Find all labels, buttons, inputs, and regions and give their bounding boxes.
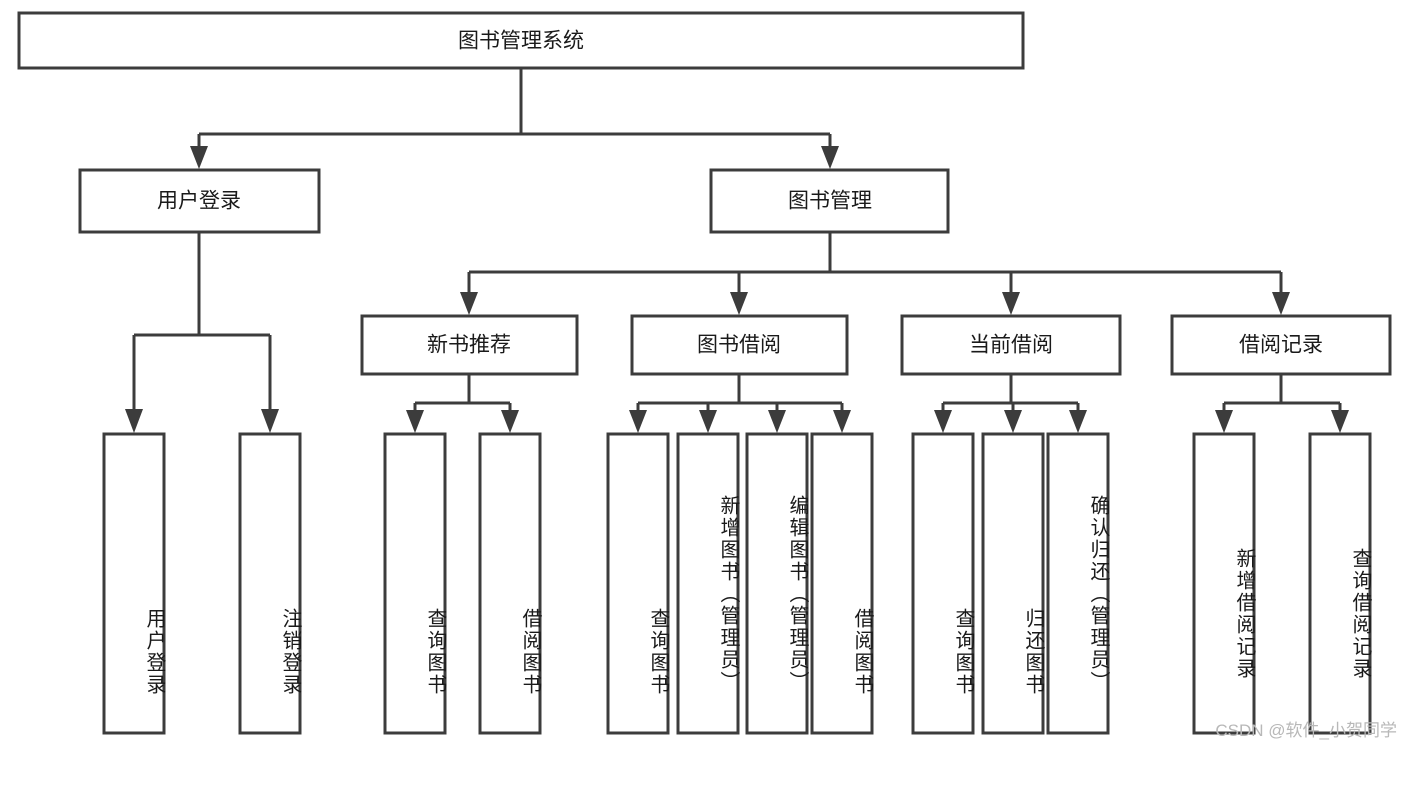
arrow-head-leaf-query-record: [1331, 410, 1349, 433]
node-leaf-query-book-2-box[interactable]: [606, 432, 670, 735]
arrow-head-book-manage: [821, 146, 839, 169]
arrow-head-current-borrow: [1002, 292, 1020, 315]
node-leaf-query-book-3-box[interactable]: [911, 432, 975, 735]
diagram-canvas: 图书管理系统 用户登录 图书管理 新书推荐 图书借阅 当前借阅 借阅记录: [17, 11, 1397, 740]
arrow-head-leaf-borrow-book-1: [501, 410, 519, 433]
node-root-label: 图书管理系统: [458, 30, 584, 53]
node-current-borrow[interactable]: 当前借阅: [900, 314, 1122, 376]
node-leaf-user-logout-box[interactable]: [238, 432, 302, 735]
node-leaf-query-book-1-box[interactable]: [383, 432, 447, 735]
node-leaf-user-login-box[interactable]: [102, 432, 166, 735]
arrow-head-user-login: [190, 146, 208, 169]
node-borrow-record[interactable]: 借阅记录: [1170, 314, 1392, 376]
node-new-book-rec-box[interactable]: [360, 314, 579, 376]
arrow-head-borrow-record: [1272, 292, 1290, 315]
leaf-boxes: [102, 432, 1372, 735]
node-book-borrow[interactable]: 图书借阅: [630, 314, 849, 376]
node-book-manage-label: 图书管理: [788, 190, 872, 213]
node-current-borrow-label: 当前借阅: [969, 334, 1053, 357]
node-book-borrow-label: 图书借阅: [697, 334, 781, 357]
arrow-head-leaf-add-book: [699, 410, 717, 433]
arrow-head-leaf-return-book: [1004, 410, 1022, 433]
node-leaf-add-record-box[interactable]: [1192, 432, 1256, 735]
node-borrow-record-box[interactable]: [1170, 314, 1392, 376]
connector-group-user-login-to-leaves: [125, 232, 279, 433]
connector-group-current-borrow-to-leaves: [934, 374, 1087, 433]
node-borrow-record-label: 借阅记录: [1239, 334, 1323, 357]
arrow-head-leaf-add-record: [1215, 410, 1233, 433]
arrow-head-leaf-confirm-return: [1069, 410, 1087, 433]
node-new-book-rec-label: 新书推荐: [427, 334, 511, 357]
node-user-login-label: 用户登录: [157, 190, 241, 213]
node-leaf-confirm-return-box[interactable]: [1046, 432, 1110, 735]
connector-group-borrow-record-to-leaves: [1215, 374, 1349, 433]
node-leaf-add-book-box[interactable]: [676, 432, 740, 735]
node-book-manage-box[interactable]: [709, 168, 950, 234]
arrow-head-leaf-query-book-2: [629, 410, 647, 433]
arrow-head-leaf-query-book-3: [934, 410, 952, 433]
node-new-book-rec[interactable]: 新书推荐: [360, 314, 579, 376]
node-leaf-query-record-box[interactable]: [1308, 432, 1372, 735]
arrow-head-leaf-user-logout: [261, 409, 279, 433]
node-root[interactable]: 图书管理系统: [17, 11, 1025, 70]
node-user-login-box[interactable]: [78, 168, 321, 234]
node-leaf-return-book-box[interactable]: [981, 432, 1045, 735]
node-leaf-borrow-book-1-box[interactable]: [478, 432, 542, 735]
node-book-manage[interactable]: 图书管理: [709, 168, 950, 234]
connector-group-book-manage-to-level2: [460, 232, 1290, 315]
arrow-head-leaf-query-book-1: [406, 410, 424, 433]
node-book-borrow-box[interactable]: [630, 314, 849, 376]
node-current-borrow-box[interactable]: [900, 314, 1122, 376]
node-leaf-borrow-book-2-box[interactable]: [810, 432, 874, 735]
connector-group-root-to-level1: [190, 68, 839, 169]
node-leaf-edit-book-box[interactable]: [745, 432, 809, 735]
arrow-head-book-borrow: [730, 292, 748, 315]
arrow-head-new-book-rec: [460, 292, 478, 315]
node-root-box[interactable]: [17, 11, 1025, 70]
csdn-watermark: CSDN @软件_小贺同学: [1215, 721, 1397, 740]
connector-group-new-book-rec-to-leaves: [406, 374, 519, 433]
arrow-head-leaf-edit-book: [768, 410, 786, 433]
arrow-head-leaf-borrow-book-2: [833, 410, 851, 433]
arrow-head-leaf-user-login: [125, 409, 143, 433]
node-user-login[interactable]: 用户登录: [78, 168, 321, 234]
flowchart-svg: 图书管理系统 用户登录 图书管理 新书推荐 图书借阅 当前借阅 借阅记录: [17, 11, 1392, 735]
connector-group-book-borrow-to-leaves: [629, 374, 851, 433]
